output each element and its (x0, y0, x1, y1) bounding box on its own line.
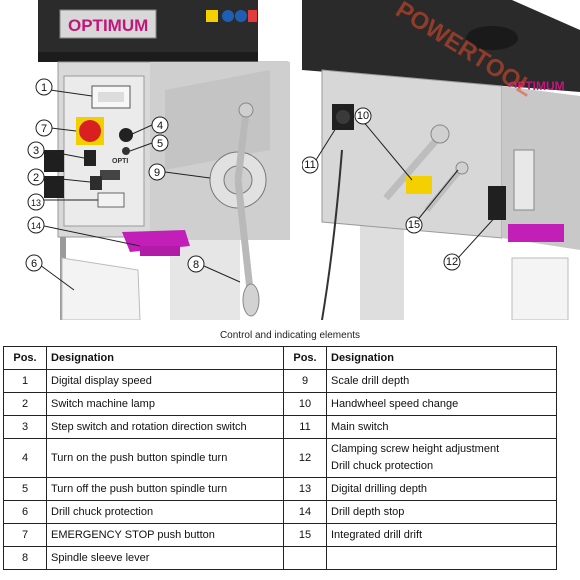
designation-line: Drill chuck protection (331, 460, 434, 472)
pos-cell: 10 (283, 392, 327, 416)
machine-front-illustration: OPTIMUM OPTI (25, 0, 290, 320)
brand-logo-left: OPTIMUM (68, 16, 148, 35)
table-row: 1 Digital display speed 9 Scale drill de… (3, 369, 557, 393)
callout-8: 8 (193, 259, 199, 271)
callout-11: 11 (304, 159, 315, 171)
designation-cell: Main switch (326, 415, 557, 439)
callout-5: 5 (157, 138, 163, 150)
designation-table: Pos. Designation Pos. Designation 1 Digi… (3, 346, 557, 570)
callout-10: 10 (357, 110, 369, 122)
machine-front-photo: OPTIMUM OPTI (0, 0, 297, 320)
table-header-row: Pos. Designation Pos. Designation (3, 346, 557, 370)
table-row: 8 Spindle sleeve lever (3, 546, 557, 570)
pos-cell: 3 (3, 415, 47, 439)
designation-cell: Integrated drill drift (326, 523, 557, 547)
pos-cell: 2 (3, 392, 47, 416)
designation-cell: Turn off the push button spindle turn (46, 477, 284, 501)
pos-cell: 13 (283, 477, 327, 501)
callout-1: 1 (41, 82, 47, 94)
header-pos-right: Pos. (283, 346, 327, 370)
pos-cell: 7 (3, 523, 47, 547)
designation-cell: Digital drilling depth (326, 477, 557, 501)
pos-cell: 5 (3, 477, 47, 501)
machine-side-illustration: OPTIMUM POWERTOOL (302, 0, 580, 320)
designation-cell: Switch machine lamp (46, 392, 284, 416)
designation-cell: EMERGENCY STOP push button (46, 523, 284, 547)
pos-cell (283, 546, 327, 570)
figure-caption: Control and indicating elements (219, 330, 361, 341)
table-row: 2 Switch machine lamp 10 Handwheel speed… (3, 392, 557, 416)
callout-4: 4 (157, 120, 163, 132)
designation-cell: Turn on the push button spindle turn (46, 438, 284, 478)
callout-9: 9 (154, 167, 160, 179)
pos-cell: 9 (283, 369, 327, 393)
header-pos-left: Pos. (3, 346, 47, 370)
pos-cell: 14 (283, 500, 327, 524)
pos-cell: 6 (3, 500, 47, 524)
callout-3: 3 (33, 145, 39, 157)
designation-line: Clamping screw height adjustment (331, 443, 500, 455)
designation-cell: Clamping screw height adjustment Drill c… (326, 438, 557, 478)
designation-cell: Handwheel speed change (326, 392, 557, 416)
designation-cell: Drill chuck protection (46, 500, 284, 524)
callout-13: 13 (31, 198, 41, 208)
callout-6: 6 (31, 258, 37, 270)
machine-side-photo: OPTIMUM POWERTOOL (302, 0, 580, 320)
pos-cell: 4 (3, 438, 47, 478)
pos-cell: 8 (3, 546, 47, 570)
model-badge: OPTI (112, 158, 128, 165)
designation-cell: Drill depth stop (326, 500, 557, 524)
callout-14: 14 (31, 221, 41, 231)
designation-cell: Scale drill depth (326, 369, 557, 393)
header-designation-left: Designation (46, 346, 284, 370)
pos-cell: 12 (283, 438, 327, 478)
pos-cell: 11 (283, 415, 327, 439)
designation-cell: Spindle sleeve lever (46, 546, 284, 570)
table-row: 5 Turn off the push button spindle turn … (3, 477, 557, 501)
designation-cell (326, 546, 557, 570)
table-row: 4 Turn on the push button spindle turn 1… (3, 438, 557, 478)
designation-cell: Digital display speed (46, 369, 284, 393)
callout-2: 2 (33, 172, 39, 184)
table-row: 6 Drill chuck protection 14 Drill depth … (3, 500, 557, 524)
designation-cell: Step switch and rotation direction switc… (46, 415, 284, 439)
pos-cell: 1 (3, 369, 47, 393)
pos-cell: 15 (283, 523, 327, 547)
callout-15: 15 (408, 219, 420, 231)
table-row: 7 EMERGENCY STOP push button 15 Integrat… (3, 523, 557, 547)
header-designation-right: Designation (326, 346, 557, 370)
table-row: 3 Step switch and rotation direction swi… (3, 415, 557, 439)
callout-12: 12 (446, 256, 458, 268)
callout-7: 7 (41, 123, 47, 135)
